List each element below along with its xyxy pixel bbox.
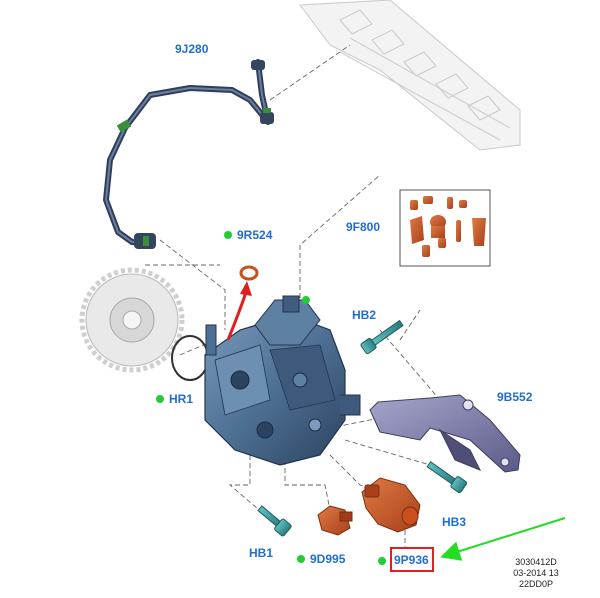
pump-sprocket — [79, 267, 185, 373]
valve-9p936 — [361, 477, 421, 533]
o-ring-9r524 — [239, 265, 259, 281]
callout-9j280[interactable]: 9J280 — [175, 42, 209, 56]
callout-hb3[interactable]: HB3 — [442, 515, 467, 529]
callout-hr1[interactable]: HR1 — [169, 392, 194, 406]
red-arrow — [226, 291, 248, 341]
callout-9f800[interactable]: 9F800 — [346, 220, 381, 234]
callout-9b552[interactable]: 9B552 — [497, 390, 533, 404]
green-pointer-arrow — [440, 517, 566, 561]
o-ring-hr1 — [171, 335, 209, 381]
highlight-box-9p936 — [390, 547, 434, 572]
callout-9r524[interactable]: 9R524 — [237, 228, 273, 242]
fuel-injection-pump — [204, 295, 361, 466]
callout-hb2[interactable]: HB2 — [352, 308, 377, 322]
repair-kit-9f800 — [399, 189, 491, 267]
marker-dot-9p936 — [378, 557, 386, 565]
bolt-hb2 — [360, 319, 404, 355]
sensor-9d995 — [317, 505, 353, 536]
marker-dot-9d995 — [297, 555, 305, 563]
callout-9d995[interactable]: 9D995 — [310, 552, 346, 566]
callout-9p936[interactable]: 9P936 — [394, 553, 429, 567]
marker-dot-hr1 — [156, 395, 164, 403]
reference-code: 3030412D 03-2014 13 22DD0P — [500, 557, 572, 590]
callout-hb1[interactable]: HB1 — [249, 546, 274, 560]
bracket-9b552 — [369, 394, 521, 473]
bolt-hb3 — [426, 461, 468, 494]
marker-dot-9r524 — [224, 231, 232, 239]
reference-line-2: 03-2014 13 — [513, 568, 559, 578]
reference-line-1: 3030412D — [515, 557, 557, 567]
reference-line-3: 22DD0P — [518, 579, 554, 589]
bolt-hb1 — [257, 505, 292, 537]
marker-dot-pump — [302, 296, 310, 304]
fuel-rail-ghost — [299, 0, 521, 151]
high-pressure-pipe — [103, 59, 274, 249]
